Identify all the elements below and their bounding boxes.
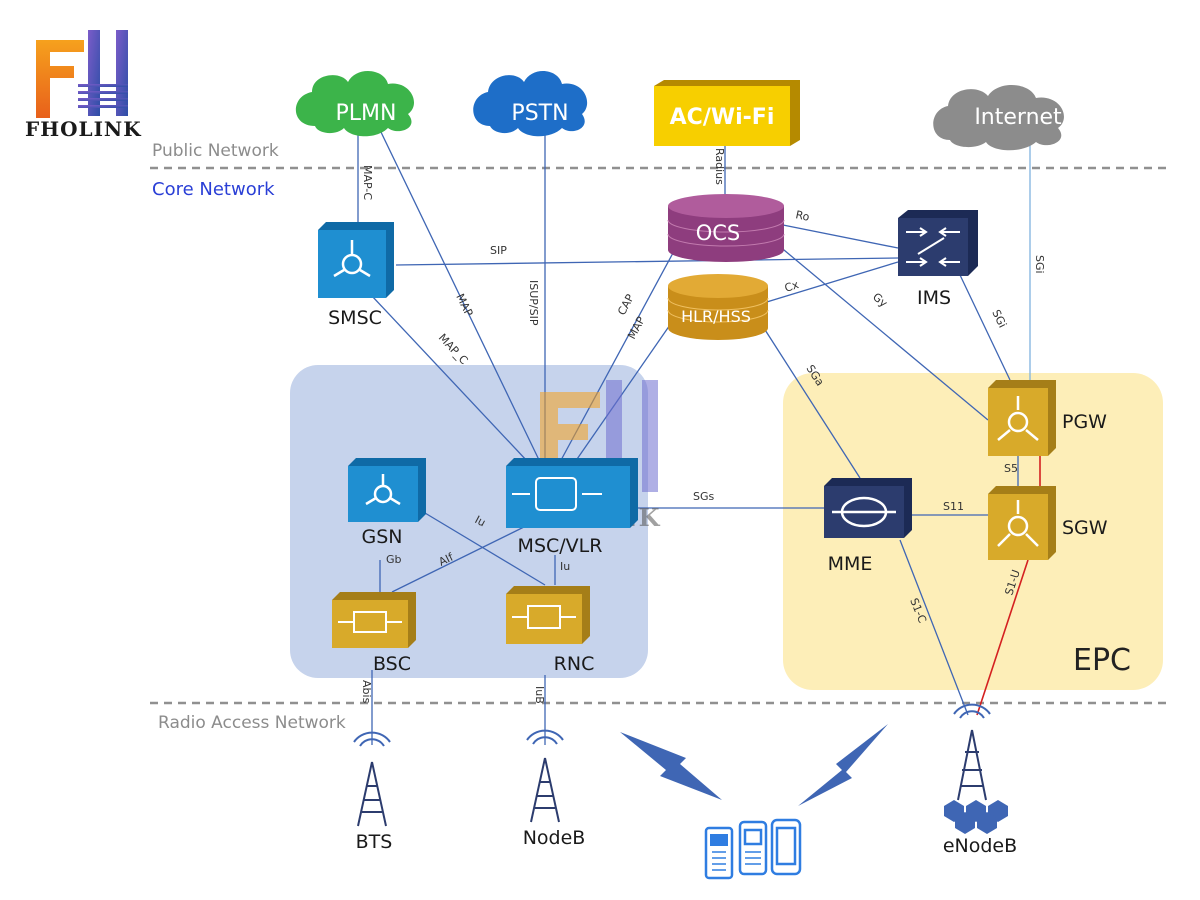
ims-switch: IMS [898, 210, 978, 309]
rnc-device: RNC [506, 586, 594, 675]
label-mapc-plmn: MAP-C [361, 165, 374, 200]
link-hlr-ims [759, 261, 899, 305]
enodeb-hex-grid [944, 800, 1008, 834]
epc-region [783, 373, 1163, 690]
mobile-phones [704, 818, 802, 880]
link-smsc-msc [371, 295, 529, 463]
mme-switch: MME [824, 478, 912, 575]
zone-label-epc: EPC [1073, 643, 1131, 678]
label-gy: Gy [870, 290, 890, 310]
ocs-label: OCS [696, 221, 741, 245]
label-cx: Cx [783, 278, 801, 295]
nodeb-label: NodeB [523, 827, 586, 849]
fholink-logo: FHOLINK [25, 30, 142, 141]
label-sgi-internet: SGi [1033, 255, 1046, 274]
mme-label: MME [828, 553, 873, 575]
label-mapc-smsc: MAP_C [436, 331, 471, 367]
zone-label-core: Core Network [152, 179, 275, 200]
feature-phone-icon [704, 826, 734, 880]
zone-label-radio: Radio Access Network [158, 713, 346, 733]
logo-text: FHOLINK [25, 117, 142, 141]
acwifi-box: AC/Wi-Fi [654, 80, 800, 146]
hlr-hss-database: HLR/HSS [667, 274, 769, 340]
pgw-router: PGW [988, 380, 1107, 456]
enodeb-label: eNodeB [943, 835, 1017, 857]
label-sgs: SGs [693, 490, 715, 503]
link-ocs-ims [767, 221, 899, 249]
bts-label: BTS [356, 831, 393, 853]
link-ocs-pgw [765, 234, 989, 421]
nodeb-tower: NodeB [523, 729, 586, 849]
logo-h-left [88, 30, 100, 116]
sgw-label: SGW [1062, 517, 1108, 539]
ocs-database: OCS [667, 194, 785, 262]
logo-h-right [116, 30, 128, 116]
pgw-label: PGW [1062, 411, 1107, 433]
label-s11: S11 [943, 500, 964, 513]
link-hlr-mme [759, 321, 861, 479]
label-abis: Abis [360, 680, 373, 704]
label-iu2: Iu [560, 560, 570, 573]
gsn-label: GSN [362, 526, 403, 548]
zone-label-public: Public Network [152, 141, 279, 161]
ims-label: IMS [917, 287, 951, 309]
gsn-router: GSN [348, 458, 426, 548]
acwifi-label: AC/Wi-Fi [670, 105, 775, 130]
internet-cloud: Internet [933, 84, 1064, 151]
smsc-label: SMSC [328, 307, 382, 329]
label-aif: AIf [437, 550, 457, 569]
smsc-router: SMSC [318, 222, 394, 329]
link-hlr-msc [574, 321, 673, 463]
label-radius: Radius [713, 148, 726, 185]
radio-signal-right [798, 724, 888, 806]
label-map2: MAP [625, 314, 648, 341]
radio-signal-left [620, 732, 722, 800]
label-sgi-ims: SGi [989, 308, 1009, 330]
pstn-label: PSTN [511, 101, 568, 126]
bsc-device: BSC [332, 592, 416, 675]
link-ims-pgw [959, 274, 1011, 381]
bsc-label: BSC [373, 653, 411, 675]
enodeb-tower: eNodeB [943, 703, 1017, 857]
label-sip: SIP [490, 244, 507, 257]
sgw-router: SGW [988, 486, 1108, 560]
rnc-label: RNC [554, 653, 595, 675]
label-gb: Gb [386, 553, 402, 566]
plmn-label: PLMN [336, 101, 397, 126]
logo-f-shape [36, 40, 84, 118]
link-smsc-ims [395, 257, 899, 266]
bts-tower: BTS [353, 731, 393, 853]
candybar-phone-icon [738, 820, 768, 876]
msc-vlr-router: MSC/VLR [506, 458, 638, 557]
label-iub: IuB [533, 686, 546, 704]
label-s5: S5 [1004, 462, 1018, 475]
pstn-cloud: PSTN [473, 70, 588, 137]
link-mme-enodeb [899, 539, 969, 716]
smartphone-icon [770, 818, 802, 876]
internet-label: Internet [974, 105, 1062, 130]
label-isup: ISUP/SIP [527, 280, 540, 326]
label-cap: CAP [615, 292, 637, 318]
msc-label: MSC/VLR [518, 535, 603, 557]
label-map: MAP [453, 292, 475, 319]
hlr-label: HLR/HSS [681, 307, 751, 326]
label-ro: Ro [794, 208, 811, 224]
plmn-cloud: PLMN [295, 70, 415, 137]
link-sgw-enodeb-s1u [976, 559, 1029, 716]
link-plmn-msc [379, 129, 541, 463]
link-msc-bsc [391, 524, 529, 593]
